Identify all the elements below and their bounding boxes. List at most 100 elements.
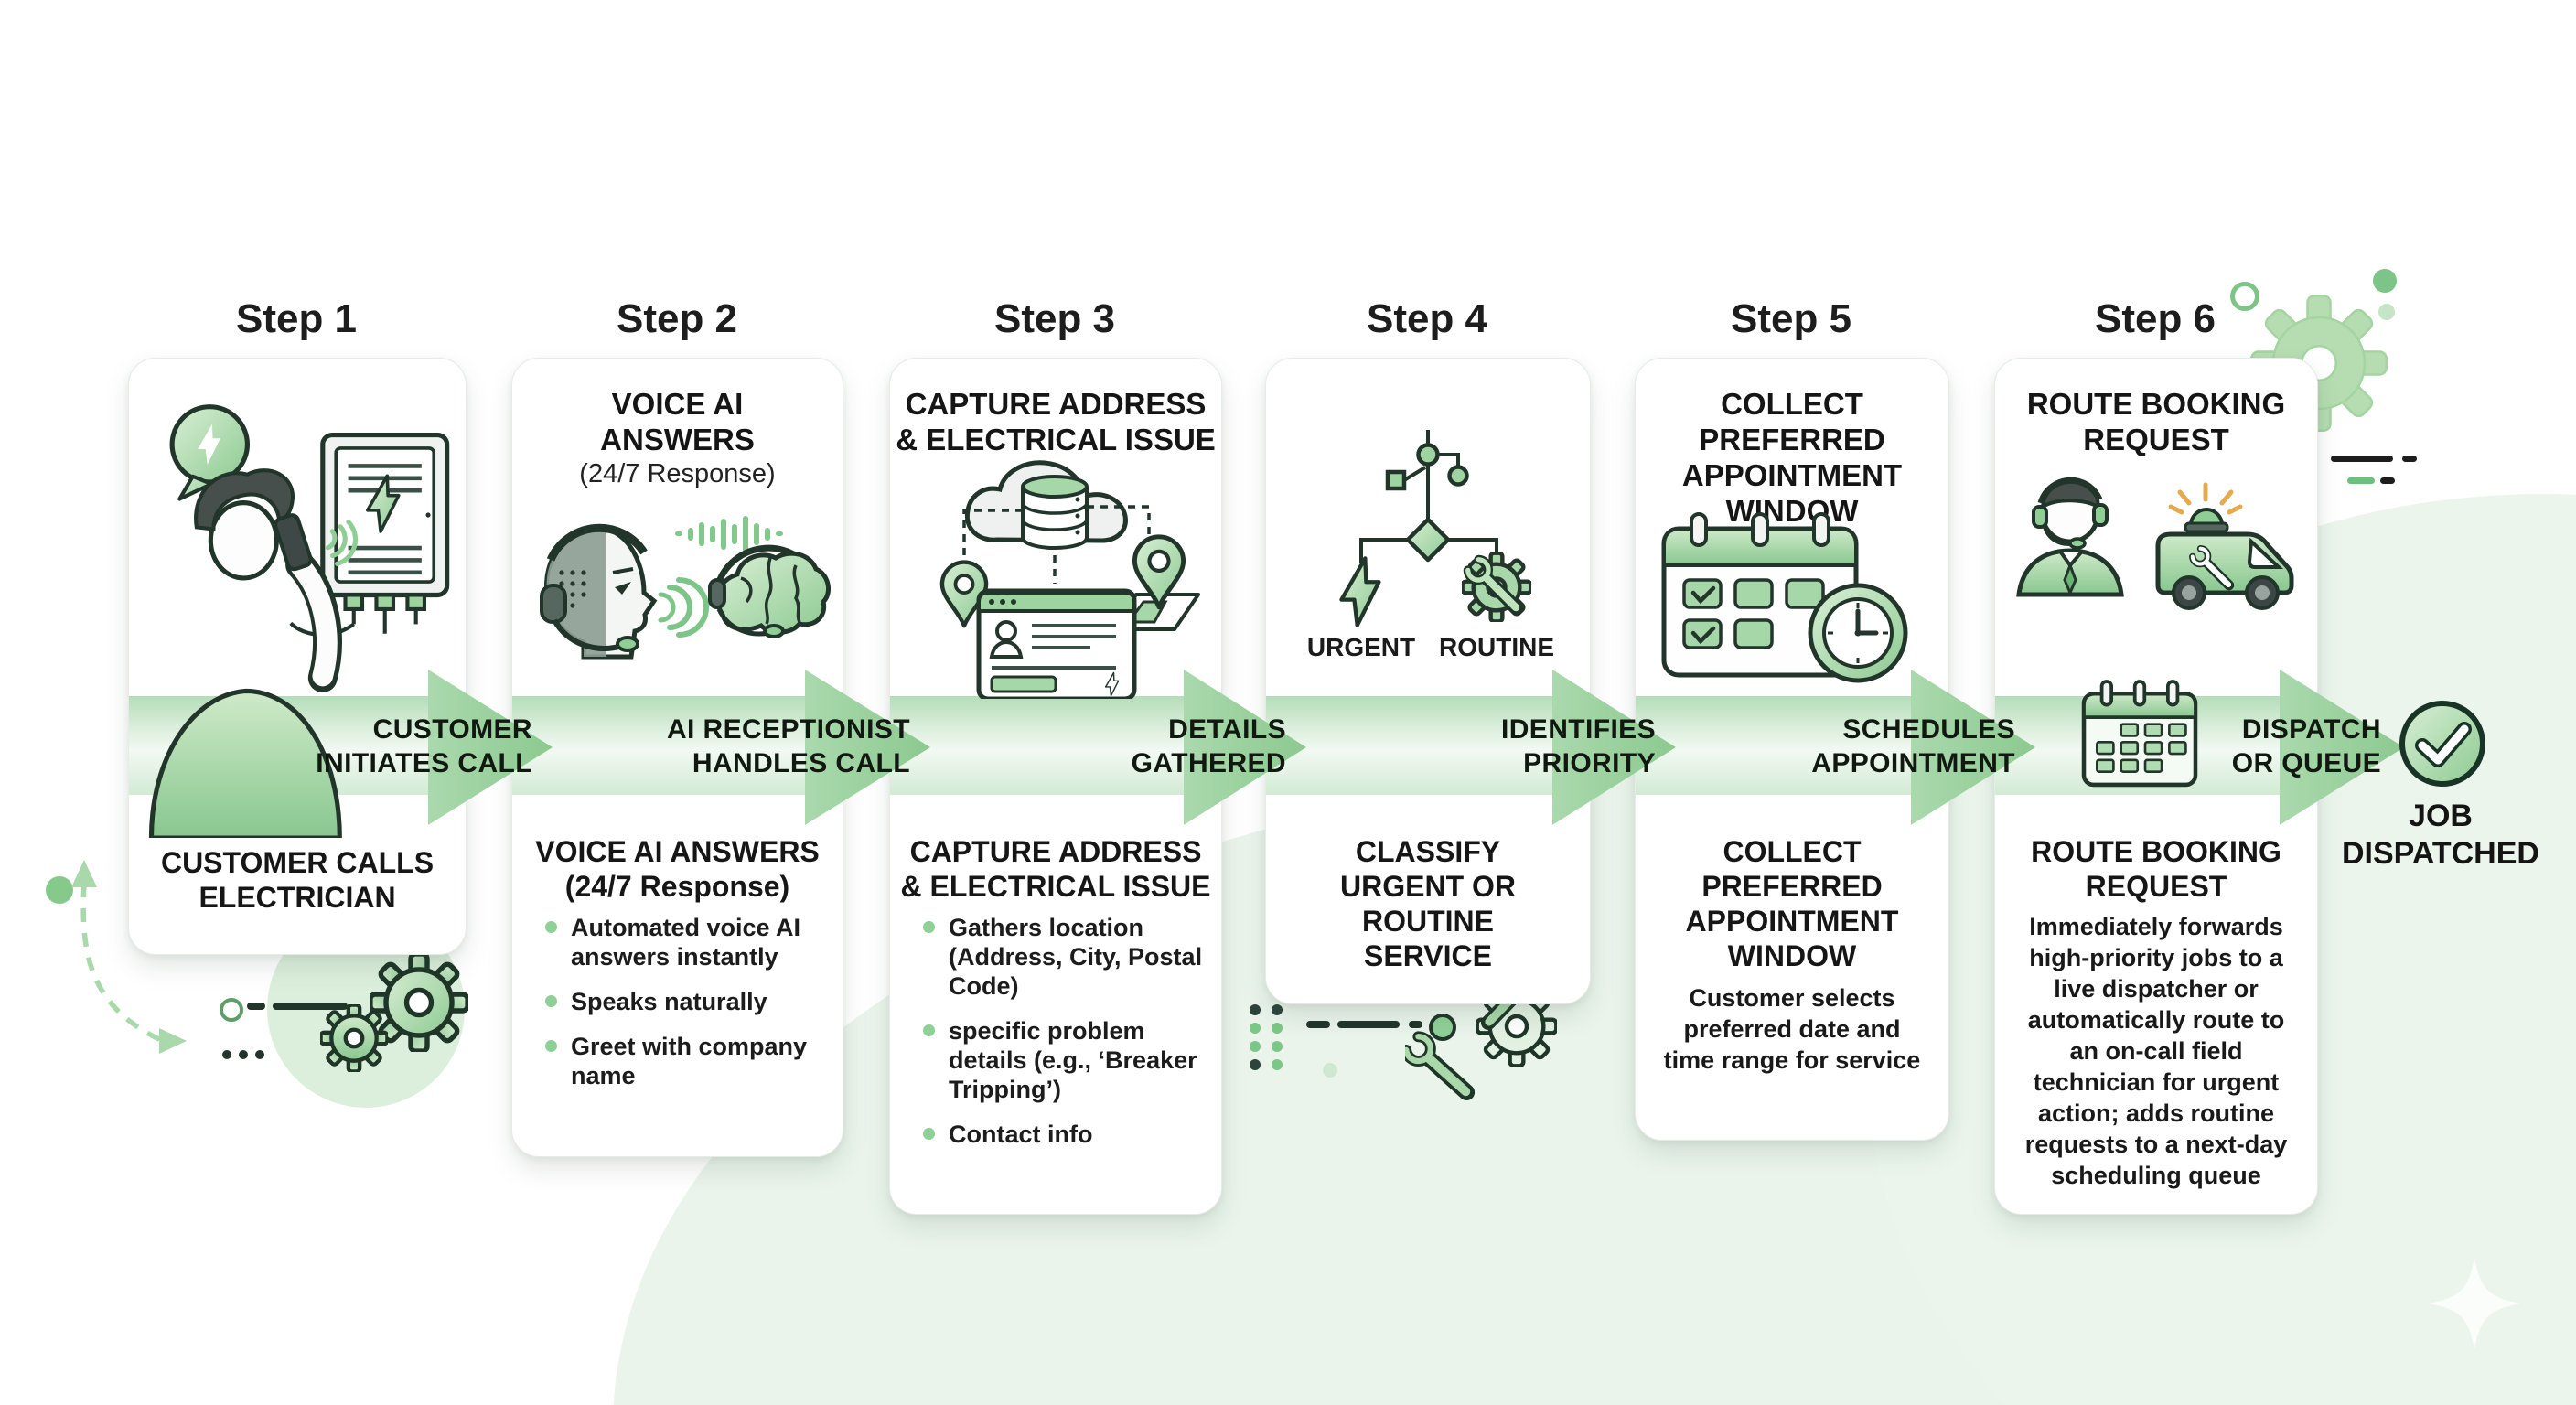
flow-band <box>1636 696 1948 795</box>
step-5-caption: COLLECT PREFERRED APPOINTMENT WINDOW <box>1685 835 1899 972</box>
flow-arrowhead <box>1184 670 1306 825</box>
step-6-caption: ROUTE BOOKING REQUEST <box>2031 835 2281 903</box>
arrow-label-line: SCHEDULES <box>1842 714 2015 745</box>
step-1-header: Step 1 <box>235 296 358 341</box>
arrow-label-4: IDENTIFIES PRIORITY <box>1143 713 1656 780</box>
step-5-description: Customer selects preferred date and time… <box>1663 984 1921 1074</box>
decision-tree-illustration <box>1291 430 1565 640</box>
arrow-label-line: GATHERED <box>1131 748 1286 778</box>
dot-grid-dot <box>1272 1059 1283 1070</box>
flow-arrowhead <box>1552 670 1676 825</box>
dot-grid-dot <box>1250 1041 1261 1052</box>
step-3-header: Step 3 <box>993 296 1116 341</box>
step-2-subtitle: (24/7 Response) <box>579 459 776 488</box>
step-4-header: Step 4 <box>1366 296 1488 341</box>
check-circle-icon <box>2399 701 2485 787</box>
list-item: specific problem details (e.g., ‘Breaker… <box>923 1016 1210 1104</box>
faint-dot <box>2378 304 2395 320</box>
job-dispatched-label: JOB DISPATCHED <box>2342 799 2539 871</box>
arrow-label-line: AI RECEPTIONIST <box>666 714 910 745</box>
dispatch-illustration <box>2016 477 2294 610</box>
arrow-label-3: DETAILS GATHERED <box>774 713 1286 780</box>
arrow-label-1: CUSTOMER INITIATES CALL <box>20 713 532 780</box>
data-capture-illustration <box>900 460 1200 699</box>
list-item: Speaks naturally <box>545 987 810 1016</box>
bullet-dot <box>545 995 557 1007</box>
arrow-label-line: IDENTIFIES <box>1500 714 1656 745</box>
arrow-label-line: INITIATES CALL <box>316 748 532 778</box>
voice-ai-illustration <box>540 516 832 660</box>
arrow-label-line: DISPATCH <box>2241 714 2381 745</box>
step-1-caption: CUSTOMER CALLS ELECTRICIAN <box>160 846 435 914</box>
dash-segment <box>1409 1021 1422 1028</box>
card-step-6: ROUTE BOOKING REQUEST <box>1994 358 2318 1215</box>
bullet-text: Speaks naturally <box>571 988 767 1015</box>
list-item: Contact info <box>923 1120 1210 1149</box>
arrow-label-line: DETAILS <box>1168 714 1286 745</box>
flow-band <box>890 696 1221 795</box>
gears-icon <box>309 948 492 1090</box>
routine-label: ROUTINE <box>1439 633 1554 661</box>
step-3-bullet-list: Gathers location (Address, City, Postal … <box>923 913 1210 1164</box>
step-4-caption: CLASSIFY URGENT OR ROUTINE SERVICE <box>1340 835 1516 972</box>
step-2-bullet-list: Automated voice AI answers instantly Spe… <box>545 913 810 1106</box>
calendar-clock-illustration <box>1661 512 1908 683</box>
tri-dot-2 <box>239 1050 248 1059</box>
dash-segment-green <box>2347 477 2375 484</box>
dot-grid-dot <box>1272 1004 1283 1015</box>
morse-circle <box>220 998 243 1022</box>
dash-end-circle <box>1429 1014 1456 1041</box>
step-2-header: Step 2 <box>616 296 738 341</box>
flow-arrowhead <box>1911 670 2035 825</box>
dash-segment <box>1337 1021 1400 1028</box>
bullet-dot <box>923 1128 935 1140</box>
card-step-2: VOICE AI ANSWERS (24/7 Response) <box>511 358 843 1157</box>
flow-arrowhead <box>2280 670 2404 825</box>
dot-grid-dot <box>1250 1004 1261 1015</box>
arrow-label-2: AI RECEPTIONIST HANDLES CALL <box>398 713 910 780</box>
flow-band <box>512 696 843 795</box>
card-step-5: COLLECT PREFERRED APPOINTMENT WINDOW <box>1635 358 1949 1141</box>
arrow-label-line: HANDLES CALL <box>692 748 910 778</box>
dot-grid-dot <box>1250 1059 1261 1070</box>
faint-dot <box>1323 1063 1337 1078</box>
flow-arrowhead <box>428 670 553 825</box>
morse-dash <box>247 1003 265 1010</box>
bullet-dot <box>923 1024 935 1036</box>
bullet-text: Automated voice AI answers instantly <box>571 914 801 971</box>
step-3-caption: CAPTURE ADDRESS & ELECTRICAL ISSUE <box>900 835 1211 903</box>
step-5-title: COLLECT PREFERRED APPOINTMENT WINDOW <box>1681 387 1903 528</box>
step-6-title: ROUTE BOOKING REQUEST <box>2026 387 2286 456</box>
arrow-label-6: DISPATCH OR QUEUE <box>1869 713 2381 780</box>
step-5-header: Step 5 <box>1730 296 1852 341</box>
tri-dot-3 <box>255 1050 264 1059</box>
step-2-title: VOICE AI ANSWERS <box>600 387 755 456</box>
card-step-1: CUSTOMER CALLS ELECTRICIAN <box>128 358 467 955</box>
dash-segment <box>2380 477 2395 484</box>
flow-band <box>1266 696 1590 795</box>
step-6-header: Step 6 <box>2094 296 2216 341</box>
bullet-dot <box>923 921 935 933</box>
green-dot <box>46 876 73 904</box>
arrow-label-line: PRIORITY <box>1523 748 1656 778</box>
dashed-curve-arrow <box>71 860 187 1054</box>
list-item: Gathers location (Address, City, Postal … <box>923 913 1210 1001</box>
bullet-text: Gathers location (Address, City, Postal … <box>949 914 1203 1000</box>
card-step-3: CAPTURE ADDRESS & ELECTRICAL ISSUE <box>889 358 1222 1215</box>
dot-grid-dot <box>1272 1041 1283 1052</box>
step-6-description: Immediately forwards high-priority jobs … <box>2024 913 2288 1189</box>
bullet-text: Contact info <box>949 1121 1093 1148</box>
dot-grid-dot <box>1250 1023 1261 1034</box>
arrow-label-line: OR QUEUE <box>2231 748 2381 778</box>
arrow-label-5: SCHEDULES APPOINTMENT <box>1503 713 2015 780</box>
dash-segment <box>2402 456 2417 462</box>
solid-dot <box>2373 269 2397 293</box>
tri-dot-1 <box>222 1050 231 1059</box>
list-item: Greet with company name <box>545 1032 810 1090</box>
urgent-label: URGENT <box>1306 633 1416 661</box>
flow-arrowhead <box>805 670 930 825</box>
dash-segment <box>2331 456 2393 462</box>
card-step-4: URGENT ROUTINE CLASSIFY URGENT OR ROUTIN… <box>1265 358 1591 1004</box>
dot-grid-dot <box>1272 1023 1283 1034</box>
